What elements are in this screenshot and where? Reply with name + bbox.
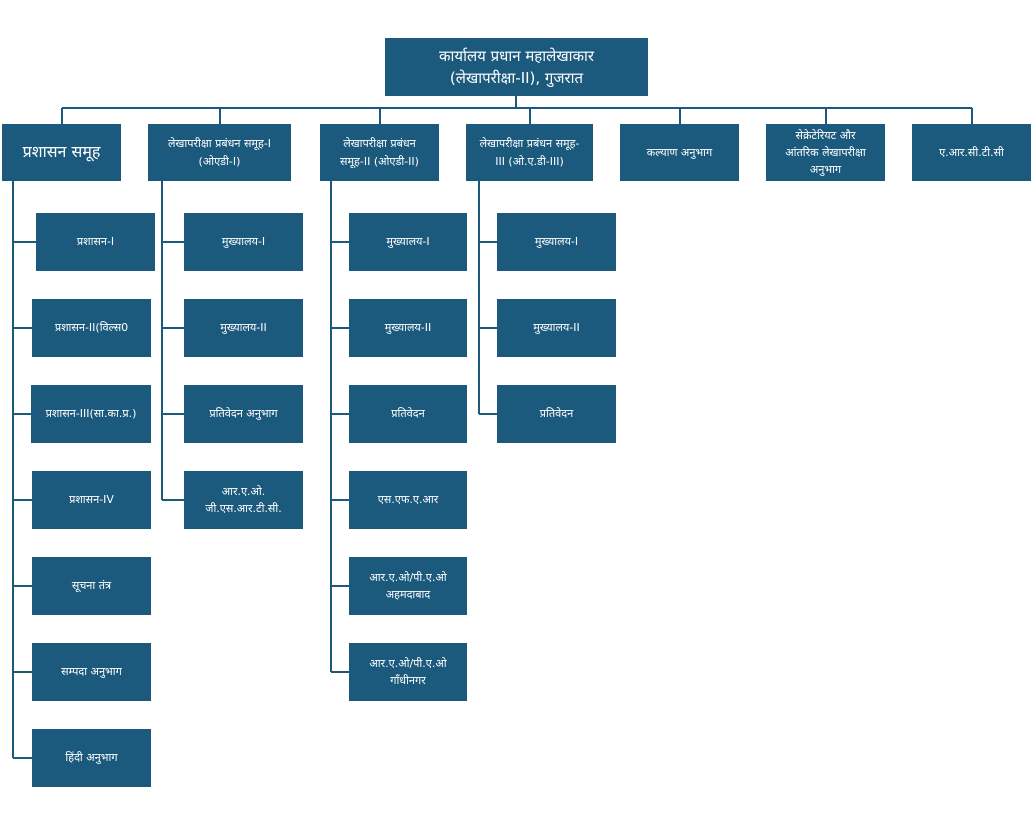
child-node: मुख्यालय-I <box>497 213 616 271</box>
group-node-4: लेखापरीक्षा प्रबंधन समूह- III (ओ.ए.डी-II… <box>466 124 593 181</box>
child-node: प्रतिवेदन <box>349 385 467 443</box>
group-node-5: कल्याण अनुभाग <box>620 124 739 181</box>
child-node: प्रशासन-II(विल्स0 <box>32 299 151 357</box>
child-node: आर.ए.ओ. जी.एस.आर.टी.सी. <box>184 471 303 529</box>
root-node: कार्यालय प्रधान महालेखाकार (लेखापरीक्षा-… <box>385 38 648 96</box>
child-node: सम्पदा अनुभाग <box>32 643 151 701</box>
child-node: प्रशासन-I <box>36 213 155 271</box>
child-node: प्रतिवेदन <box>497 385 616 443</box>
group-node-1: प्रशासन समूह <box>2 124 121 181</box>
child-node: प्रशासन-IV <box>32 471 151 529</box>
child-node: आर.ए.ओ/पी.ए.ओ अहमदाबाद <box>349 557 467 615</box>
group-node-2: लेखापरीक्षा प्रबंधन समूह-I (ओएडी-I) <box>148 124 291 181</box>
child-node: मुख्यालय-II <box>497 299 616 357</box>
child-node: हिंदी अनुभाग <box>32 729 151 787</box>
child-node: मुख्यालय-I <box>349 213 467 271</box>
child-node: प्रशासन-III(सा.का.प्र.) <box>31 385 151 443</box>
child-node: मुख्यालय-II <box>184 299 303 357</box>
child-node: आर.ए.ओ/पी.ए.ओ गाँधीनगर <box>349 643 467 701</box>
child-node: मुख्यालय-II <box>349 299 467 357</box>
child-node: सूचना तंत्र <box>32 557 151 615</box>
group-node-7: ए.आर.सी.टी.सी <box>912 124 1031 181</box>
group-node-6: सेक्रेटेरियट और आंतरिक लेखापरीक्षा अनुभा… <box>766 124 885 181</box>
child-node: एस.एफ.ए.आर <box>349 471 467 529</box>
child-node: मुख्यालय-I <box>184 213 303 271</box>
group-node-3: लेखापरीक्षा प्रबंधन समूह-II (ओएडी-II) <box>320 124 439 181</box>
child-node: प्रतिवेदन अनुभाग <box>184 385 303 443</box>
